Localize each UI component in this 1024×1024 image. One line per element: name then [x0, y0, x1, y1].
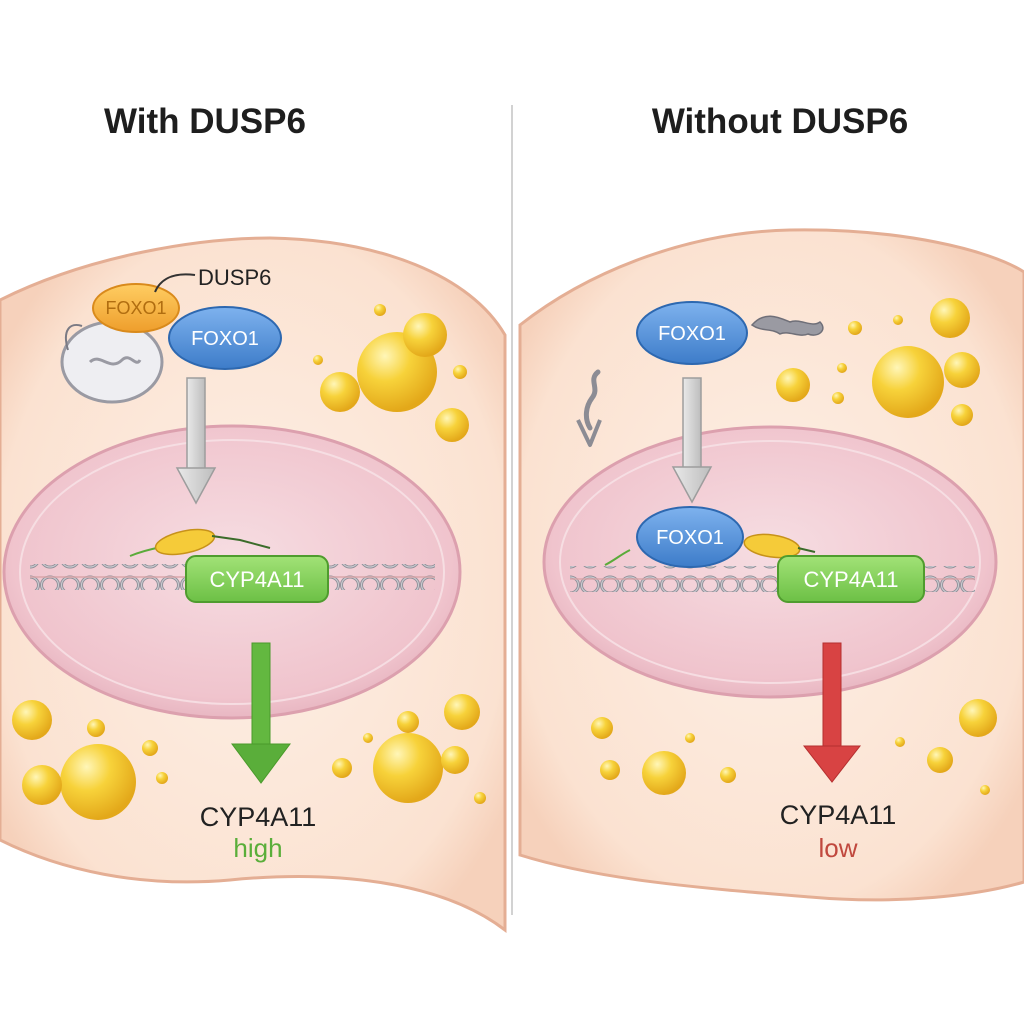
foxo1-cyto-label: FOXO1 — [658, 323, 726, 345]
output-label: CYP4A11 — [780, 800, 897, 830]
expression-low-arrow — [802, 642, 862, 783]
cofactor-icon — [743, 533, 816, 559]
gene-label: CYP4A11 — [210, 567, 305, 592]
phosphatase-icon — [60, 320, 164, 404]
left-panel-title: With DUSP6 — [104, 102, 306, 141]
translocation-arrow — [175, 377, 217, 505]
degraded-fragment-icon — [750, 315, 824, 336]
output-label: CYP4A11 — [200, 802, 317, 832]
dusp6-pointer-line — [154, 273, 196, 293]
foxo1-nuclear-node: FOXO1 — [604, 506, 744, 568]
gene-label: CYP4A11 — [804, 567, 899, 592]
expression-high-arrow — [231, 642, 291, 784]
dusp6-label: DUSP6 — [198, 265, 271, 290]
foxo1-phospho-label: FOXO1 — [105, 298, 166, 318]
left-panel: With DUSP6 — [0, 102, 507, 934]
lipid-droplet-icon — [12, 304, 486, 820]
gene-box: CYP4A11 — [777, 555, 925, 603]
curved-arrow-icon — [576, 369, 602, 447]
right-panel-title: Without DUSP6 — [652, 102, 908, 141]
output-level-label: low — [818, 833, 857, 863]
translocation-arrow — [671, 377, 713, 504]
lipid-droplet-icon — [591, 298, 997, 795]
nucleus — [542, 425, 998, 699]
foxo1-cyto-node: FOXO1 — [636, 301, 748, 365]
right-panel: Without DUSP6 — [518, 102, 1024, 902]
output-level-label: high — [233, 833, 282, 863]
foxo1-label: FOXO1 — [191, 328, 259, 350]
gene-box: CYP4A11 — [185, 555, 329, 603]
foxo1-node: FOXO1 — [168, 306, 282, 370]
foxo1-nuclear-label: FOXO1 — [656, 527, 724, 549]
cofactor-icon — [129, 528, 271, 557]
foxo1-phospho-node: FOXO1 — [92, 283, 180, 333]
